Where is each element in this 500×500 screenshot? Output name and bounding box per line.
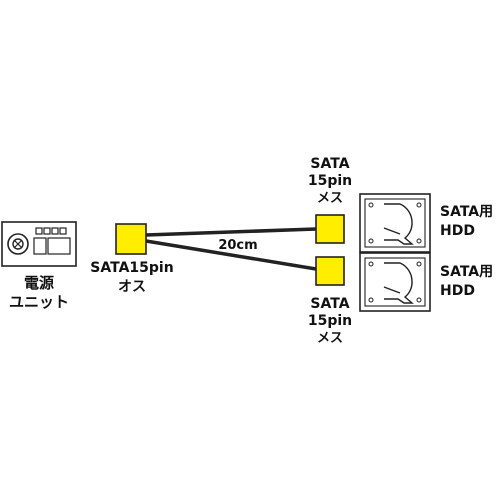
cable-top — [145, 227, 317, 237]
hdd-top-icon — [359, 193, 431, 253]
power-unit-icon — [1, 221, 77, 267]
cable-bottom — [145, 239, 317, 271]
male-connector — [115, 223, 147, 255]
female-connector-bottom-label-3: メス — [317, 331, 343, 346]
female-connector-top — [315, 214, 345, 244]
hdd-bottom-label-2: HDD — [440, 283, 475, 299]
hdd-top-label: SATA用 — [440, 204, 493, 220]
female-connector-bottom — [315, 256, 345, 286]
female-connector-bottom-label: SATA — [310, 296, 349, 312]
power-unit-label-2: ユニット — [9, 293, 69, 311]
female-connector-top-label-2: 15pin — [308, 173, 352, 189]
male-connector-label-2: オス — [118, 279, 146, 295]
hdd-bottom-label: SATA用 — [440, 264, 493, 280]
female-connector-top-label: SATA — [310, 156, 349, 172]
power-unit-label: 電源 — [24, 274, 54, 292]
male-connector-label: SATA15pin — [90, 260, 173, 276]
cable-length-label: 20cm — [218, 238, 257, 253]
hdd-bottom-icon — [359, 252, 431, 312]
female-connector-top-label-3: メス — [317, 191, 343, 206]
hdd-top-label-2: HDD — [440, 223, 475, 239]
female-connector-bottom-label-2: 15pin — [308, 313, 352, 329]
